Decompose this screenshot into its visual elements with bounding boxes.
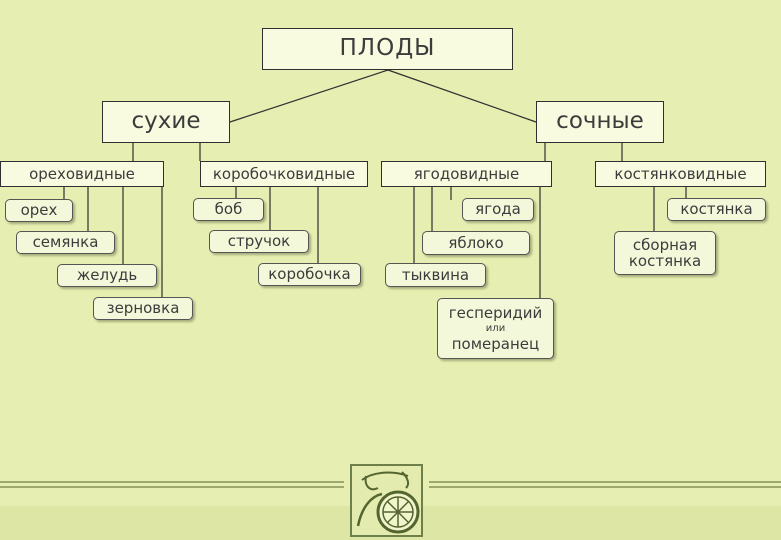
leaf-capsule: коробочка <box>258 263 361 286</box>
leaf-pome: яблоко <box>422 231 530 255</box>
leaf-drupe: костянка <box>667 198 766 221</box>
dry-fruits-label: сухие <box>131 108 201 135</box>
leaf-silique: стручок <box>209 230 309 253</box>
dry-fruits-node: сухие <box>102 101 230 143</box>
leaf-hesperidium-line1: гесперидий <box>448 303 543 322</box>
leaf-berry-label: ягода <box>475 200 521 219</box>
berry-type-label: ягодовидные <box>413 164 520 183</box>
leaf-pepo-label: тыквина <box>401 265 470 284</box>
nut-type-label: ореховидные <box>29 164 135 183</box>
leaf-pome-label: яблоко <box>448 233 504 252</box>
capsule-type-node: коробочковидные <box>200 161 368 187</box>
capsule-type-label: коробочковидные <box>212 164 356 183</box>
lemon-slice-emblem-icon <box>350 464 423 537</box>
leaf-compound-drupe-line2: костянка <box>628 252 702 270</box>
leaf-caryopsis-label: зерновка <box>106 299 180 318</box>
root-node: ПЛОДЫ <box>262 28 513 70</box>
leaf-capsule-label: коробочка <box>268 265 351 284</box>
root-label: ПЛОДЫ <box>339 35 436 62</box>
leaf-hesperidium: гесперидий или померанец <box>437 298 554 359</box>
leaf-achene: семянка <box>16 231 115 254</box>
leaf-achene-label: семянка <box>32 233 99 252</box>
leaf-nut: орех <box>5 199 73 222</box>
leaf-acorn-label: желудь <box>76 266 138 285</box>
leaf-legume-label: боб <box>214 200 243 219</box>
berry-type-node: ягодовидные <box>381 161 552 187</box>
drupe-type-label: костянковидные <box>614 164 747 183</box>
leaf-caryopsis: зерновка <box>93 297 193 320</box>
juicy-fruits-label: сочные <box>556 108 644 135</box>
juicy-fruits-node: сочные <box>536 101 664 143</box>
leaf-berry: ягода <box>462 198 534 221</box>
leaf-pepo: тыквина <box>385 263 486 287</box>
leaf-compound-drupe-line1: сборная <box>632 235 698 254</box>
leaf-nut-label: орех <box>20 201 58 220</box>
leaf-silique-label: стручок <box>227 232 291 251</box>
leaf-hesperidium-line3: померанец <box>451 335 540 353</box>
nut-type-node: ореховидные <box>0 161 164 187</box>
leaf-hesperidium-line2: или <box>485 323 506 334</box>
leaf-compound-drupe: сборная костянка <box>614 231 716 275</box>
leaf-acorn: желудь <box>57 264 157 287</box>
leaf-drupe-label: костянка <box>680 200 753 219</box>
drupe-type-node: костянковидные <box>595 161 766 187</box>
leaf-legume: боб <box>193 198 264 221</box>
